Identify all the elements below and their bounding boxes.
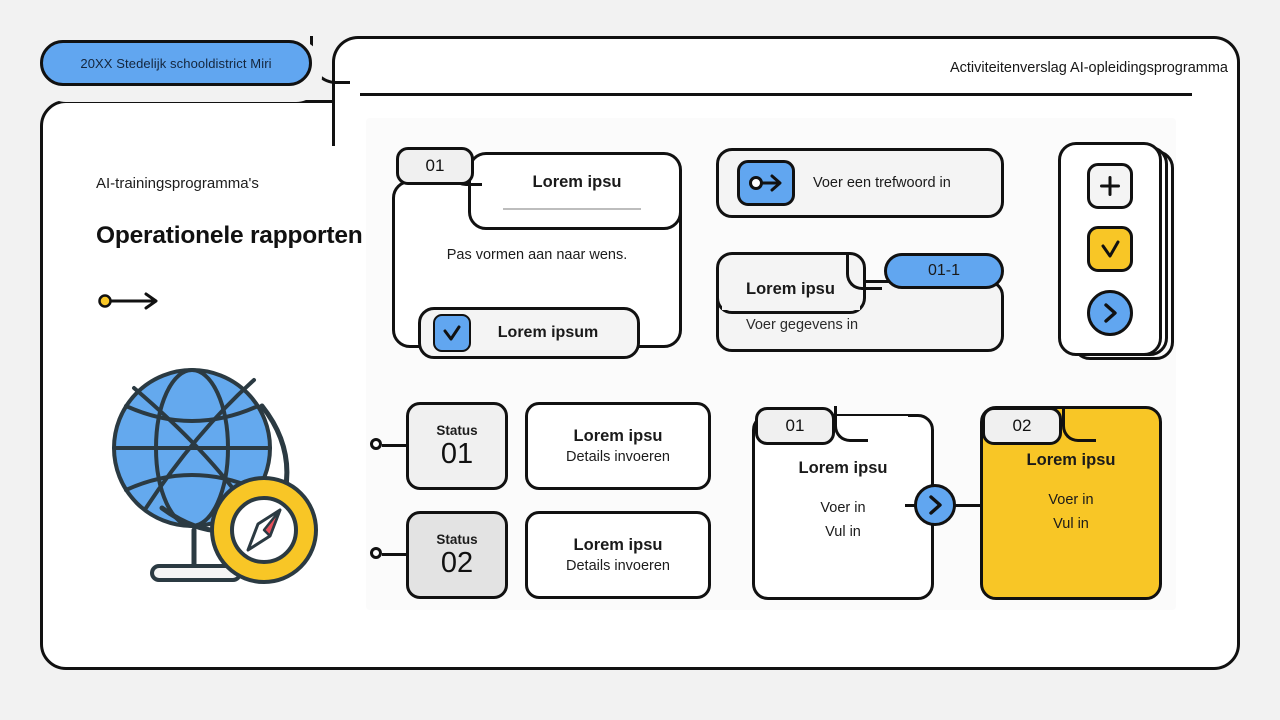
- pair-card-1[interactable]: Lorem ipsu Voer in Vul in: [752, 414, 934, 600]
- section-headline: Operationele rapporten: [96, 222, 363, 249]
- button-stack: [1058, 142, 1162, 356]
- card-01-check-bar[interactable]: Lorem ipsum: [418, 307, 640, 359]
- status-detail-title-1: Lorem ipsu: [573, 427, 663, 445]
- detail-block-subtitle: Voer gegevens in: [746, 317, 859, 333]
- detail-block-pill-label: 01-1: [927, 262, 961, 279]
- status-label-1: Status: [436, 422, 478, 438]
- status-detail-sub-1: Details invoeren: [566, 449, 670, 465]
- pair-card-2-tab[interactable]: 02: [982, 407, 1062, 445]
- district-badge-label: 20XX Stedelijk schooldistrict Miri: [80, 55, 272, 71]
- keyword-input-text: Voer een trefwoord in: [813, 175, 951, 191]
- pair-card-1-line1: Voer in: [820, 500, 866, 516]
- status-number-2: 02: [440, 546, 474, 579]
- detail-block-notch: [846, 252, 882, 304]
- status-label-2: Status: [436, 531, 478, 547]
- card-01-tab[interactable]: 01: [396, 147, 474, 185]
- detail-block-pill[interactable]: 01-1: [884, 253, 1004, 289]
- detail-block-title: Lorem ipsu: [746, 280, 835, 298]
- status-detail-title-2: Lorem ipsu: [573, 536, 663, 554]
- pair-card-1-line2: Vul in: [825, 524, 861, 540]
- pair-card-1-notch: [834, 406, 868, 456]
- check-icon[interactable]: [433, 314, 471, 352]
- status-connector-1: [382, 444, 412, 447]
- pair-card-2-tab-label: 02: [1012, 416, 1032, 435]
- status-detail-sub-2: Details invoeren: [566, 558, 670, 574]
- pair-card-1-tab[interactable]: 01: [755, 407, 835, 445]
- plus-icon[interactable]: [1087, 162, 1133, 209]
- frame-merge: [338, 96, 1234, 118]
- page-title: Activiteitenverslag AI-opleidingsprogram…: [949, 60, 1228, 76]
- section-kicker: AI-trainingsprogramma's: [96, 175, 259, 192]
- pair-card-2-title: Lorem ipsu: [1026, 451, 1116, 469]
- key-arrow-icon[interactable]: [737, 160, 795, 206]
- status-bullet-1: [370, 438, 382, 450]
- pair-card-2-notch: [1062, 406, 1096, 456]
- status-number-1: 01: [440, 437, 474, 470]
- status-box-2[interactable]: Status 02: [406, 511, 508, 599]
- status-detail-1[interactable]: Lorem ipsu Details invoeren: [525, 402, 711, 490]
- status-bullet-2: [370, 547, 382, 559]
- card-01-rule: [503, 208, 641, 210]
- pair-card-1-tab-label: 01: [785, 416, 805, 435]
- district-badge[interactable]: 20XX Stedelijk schooldistrict Miri: [40, 40, 312, 86]
- keyword-input-bar[interactable]: Voer een trefwoord in: [716, 148, 1004, 218]
- check-icon[interactable]: [1087, 226, 1133, 272]
- chevron-right-icon[interactable]: [914, 484, 956, 526]
- card-01-body: Pas vormen aan naar wens.: [446, 247, 628, 263]
- detail-block-merge: [722, 284, 860, 310]
- pair-card-1-title: Lorem ipsu: [798, 459, 888, 477]
- arrow-right-dot-icon: [98, 292, 158, 310]
- chevron-right-icon[interactable]: [1087, 289, 1133, 336]
- status-detail-2[interactable]: Lorem ipsu Details invoeren: [525, 511, 711, 599]
- status-connector-2: [382, 553, 412, 556]
- card-01-title: Lorem ipsu: [532, 173, 622, 191]
- pair-card-2-line2: Vul in: [1053, 516, 1089, 532]
- status-box-1[interactable]: Status 01: [406, 402, 508, 490]
- pair-card-2-line1: Voer in: [1048, 492, 1094, 508]
- card-01-tab-label: 01: [425, 156, 445, 175]
- card-01-check-label: Lorem ipsum: [497, 324, 599, 341]
- header-divider: [360, 93, 1192, 96]
- globe-compass-illustration: [112, 368, 318, 584]
